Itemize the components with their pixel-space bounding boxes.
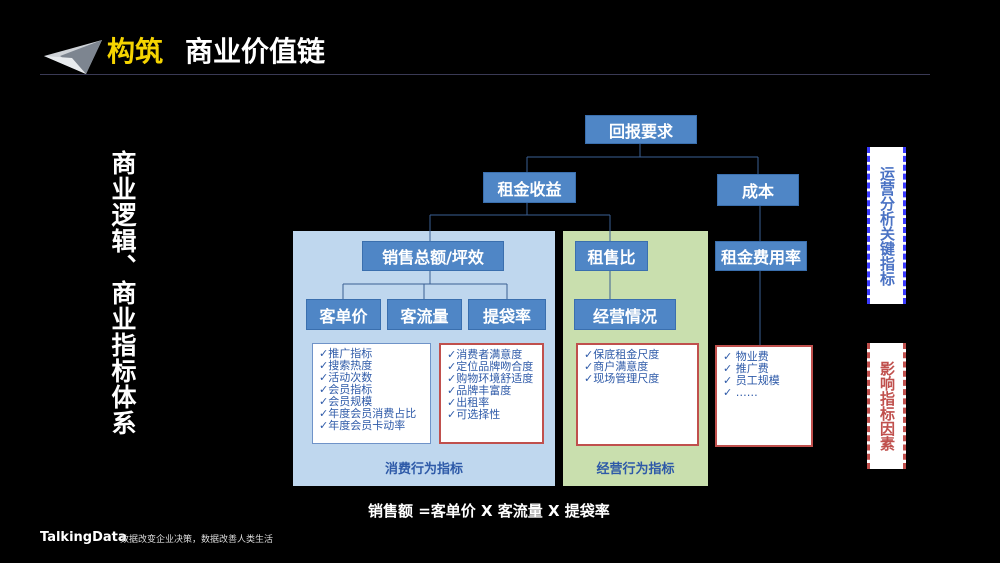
list-satisfaction-metrics: ✓消费者满意度 ✓定位品牌吻合度 ✓购物环境舒适度 ✓品牌丰富度 ✓出租率 ✓可… — [439, 343, 544, 444]
consumer-panel-label: 消费行为指标 — [293, 458, 555, 477]
list-item: ✓ …… — [723, 387, 805, 399]
business-panel-label: 经营行为指标 — [563, 458, 708, 477]
node-traffic: 客流量 — [387, 299, 462, 330]
side-ops-key-metrics: 运营分析关键指标 — [867, 147, 906, 304]
list-item: ✓现场管理尺度 — [584, 373, 691, 385]
list-cost-items: ✓ 物业费 ✓ 推广费 ✓ 员工规模 ✓ …… — [715, 345, 813, 447]
node-operation-status: 经营情况 — [574, 299, 676, 330]
list-item: ✓可选择性 — [447, 409, 536, 421]
node-rent-sales-ratio: 租售比 — [575, 241, 648, 271]
brand-logo-text: TalkingData — [40, 530, 127, 545]
node-rent-income: 租金收益 — [483, 172, 576, 203]
side-influence-factors: 影响指标因素 — [867, 343, 906, 469]
list-marketing-metrics: ✓推广指标 ✓搜索热度 ✓活动次数 ✓会员指标 ✓会员规模 ✓年度会员消费占比 … — [312, 343, 431, 444]
node-sales-total: 销售总额/坪效 — [362, 241, 504, 271]
brand-slogan: 数据改变企业决策，数据改善人类生活 — [120, 532, 273, 545]
node-rent-cost-rate: 租金费用率 — [715, 241, 807, 271]
sales-formula: 销售额 =客单价 X 客流量 X 提袋率 — [368, 500, 610, 521]
list-item: ✓年度会员卡动率 — [319, 420, 424, 432]
node-cost: 成本 — [717, 174, 799, 206]
node-unit-price: 客单价 — [306, 299, 381, 330]
node-return-requirement: 回报要求 — [585, 115, 697, 144]
node-bag-rate: 提袋率 — [468, 299, 546, 330]
list-operation-metrics: ✓保底租金尺度 ✓商户满意度 ✓现场管理尺度 — [576, 343, 699, 446]
